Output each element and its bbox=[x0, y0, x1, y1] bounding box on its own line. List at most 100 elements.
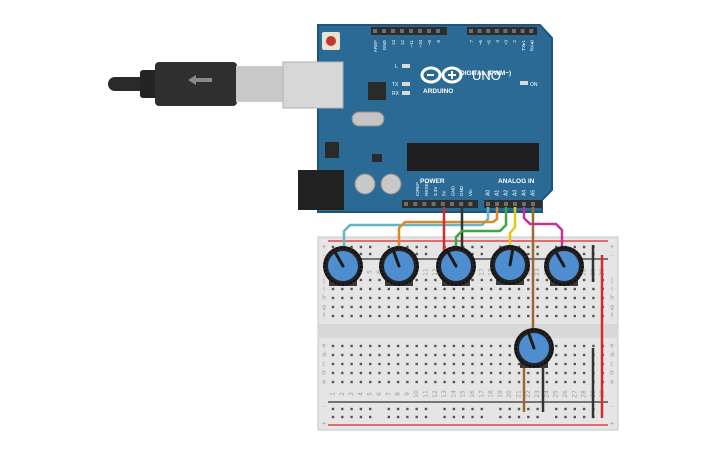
breadboard-hole[interactable] bbox=[331, 305, 335, 309]
breadboard-hole[interactable] bbox=[480, 407, 483, 411]
breadboard-hole[interactable] bbox=[415, 344, 418, 348]
breadboard-hole[interactable] bbox=[359, 245, 363, 249]
breadboard-hole[interactable] bbox=[387, 314, 390, 318]
breadboard-hole[interactable] bbox=[369, 353, 372, 357]
breadboard-hole[interactable] bbox=[434, 353, 437, 357]
header-pin[interactable] bbox=[513, 202, 517, 206]
breadboard-hole[interactable] bbox=[582, 314, 586, 318]
breadboard-hole[interactable] bbox=[350, 305, 353, 309]
breadboard-hole[interactable] bbox=[489, 353, 493, 357]
breadboard-hole[interactable] bbox=[573, 296, 576, 300]
breadboard-hole[interactable] bbox=[471, 305, 474, 309]
breadboard-hole[interactable] bbox=[369, 252, 372, 256]
breadboard-hole[interactable] bbox=[359, 287, 363, 291]
breadboard-hole[interactable] bbox=[369, 305, 372, 309]
breadboard-hole[interactable] bbox=[415, 278, 418, 282]
breadboard-hole[interactable] bbox=[555, 344, 558, 348]
breadboard-hole[interactable] bbox=[369, 314, 372, 318]
breadboard-hole[interactable] bbox=[527, 296, 530, 300]
breadboard-hole[interactable] bbox=[582, 296, 586, 300]
breadboard-hole[interactable] bbox=[443, 362, 446, 366]
breadboard-hole[interactable] bbox=[406, 380, 409, 384]
breadboard-hole[interactable] bbox=[573, 353, 576, 357]
breadboard-hole[interactable] bbox=[341, 407, 344, 411]
breadboard-hole[interactable] bbox=[415, 287, 418, 291]
breadboard-hole[interactable] bbox=[471, 353, 474, 357]
breadboard-hole[interactable] bbox=[536, 407, 539, 411]
breadboard-hole[interactable] bbox=[387, 353, 390, 357]
breadboard-hole[interactable] bbox=[359, 252, 363, 256]
breadboard-hole[interactable] bbox=[536, 314, 539, 318]
breadboard-hole[interactable] bbox=[536, 415, 539, 419]
potentiometer-3[interactable] bbox=[436, 246, 476, 286]
breadboard-hole[interactable] bbox=[443, 353, 446, 357]
breadboard-hole[interactable] bbox=[462, 380, 465, 384]
breadboard-hole[interactable] bbox=[527, 415, 530, 419]
breadboard-hole[interactable] bbox=[359, 314, 363, 318]
breadboard-hole[interactable] bbox=[434, 362, 437, 366]
breadboard-hole[interactable] bbox=[564, 407, 567, 411]
breadboard-hole[interactable] bbox=[434, 296, 437, 300]
breadboard-hole[interactable] bbox=[369, 245, 372, 249]
breadboard-hole[interactable] bbox=[582, 362, 586, 366]
breadboard-hole[interactable] bbox=[331, 415, 335, 419]
breadboard-hole[interactable] bbox=[331, 380, 335, 384]
breadboard-hole[interactable] bbox=[508, 415, 511, 419]
breadboard-hole[interactable] bbox=[424, 407, 428, 411]
breadboard-hole[interactable] bbox=[508, 305, 511, 309]
breadboard-hole[interactable] bbox=[536, 380, 539, 384]
breadboard-hole[interactable] bbox=[508, 362, 511, 366]
breadboard-hole[interactable] bbox=[378, 287, 381, 291]
breadboard-hole[interactable] bbox=[350, 407, 353, 411]
breadboard-hole[interactable] bbox=[527, 371, 530, 375]
breadboard-hole[interactable] bbox=[480, 314, 483, 318]
breadboard-hole[interactable] bbox=[424, 314, 428, 318]
breadboard-hole[interactable] bbox=[369, 380, 372, 384]
breadboard-hole[interactable] bbox=[517, 245, 521, 249]
breadboard-hole[interactable] bbox=[359, 353, 363, 357]
breadboard-hole[interactable] bbox=[564, 353, 567, 357]
breadboard-hole[interactable] bbox=[480, 380, 483, 384]
header-pin[interactable] bbox=[436, 29, 440, 33]
breadboard-hole[interactable] bbox=[489, 314, 493, 318]
breadboard-hole[interactable] bbox=[564, 314, 567, 318]
breadboard-hole[interactable] bbox=[415, 305, 418, 309]
breadboard-hole[interactable] bbox=[331, 245, 335, 249]
breadboard-hole[interactable] bbox=[582, 252, 586, 256]
potentiometer-4[interactable] bbox=[490, 245, 530, 285]
reset-button[interactable] bbox=[326, 36, 336, 46]
breadboard-hole[interactable] bbox=[378, 305, 381, 309]
breadboard-hole[interactable] bbox=[452, 296, 456, 300]
header-pin[interactable] bbox=[427, 29, 431, 33]
breadboard-hole[interactable] bbox=[536, 371, 539, 375]
breadboard-hole[interactable] bbox=[564, 287, 567, 291]
usb-cable[interactable] bbox=[108, 62, 288, 106]
breadboard-hole[interactable] bbox=[406, 353, 409, 357]
breadboard-hole[interactable] bbox=[331, 314, 335, 318]
breadboard-hole[interactable] bbox=[582, 415, 586, 419]
breadboard-hole[interactable] bbox=[369, 407, 372, 411]
breadboard-hole[interactable] bbox=[341, 305, 344, 309]
breadboard-hole[interactable] bbox=[424, 415, 428, 419]
header-pin[interactable] bbox=[495, 202, 499, 206]
breadboard-hole[interactable] bbox=[582, 287, 586, 291]
breadboard-hole[interactable] bbox=[396, 344, 400, 348]
breadboard-hole[interactable] bbox=[499, 314, 502, 318]
breadboard-hole[interactable] bbox=[462, 314, 465, 318]
breadboard-hole[interactable] bbox=[517, 371, 521, 375]
breadboard-hole[interactable] bbox=[452, 407, 456, 411]
breadboard-hole[interactable] bbox=[369, 287, 372, 291]
header-pin[interactable] bbox=[504, 202, 508, 206]
breadboard-hole[interactable] bbox=[508, 287, 511, 291]
breadboard-hole[interactable] bbox=[462, 296, 465, 300]
breadboard-hole[interactable] bbox=[396, 305, 400, 309]
breadboard-hole[interactable] bbox=[592, 296, 595, 300]
breadboard-hole[interactable] bbox=[341, 287, 344, 291]
breadboard-hole[interactable] bbox=[387, 415, 390, 419]
breadboard-hole[interactable] bbox=[508, 407, 511, 411]
breadboard-hole[interactable] bbox=[359, 296, 363, 300]
header-pin[interactable] bbox=[494, 29, 499, 33]
breadboard-hole[interactable] bbox=[350, 353, 353, 357]
breadboard-hole[interactable] bbox=[462, 344, 465, 348]
breadboard-hole[interactable] bbox=[443, 371, 446, 375]
